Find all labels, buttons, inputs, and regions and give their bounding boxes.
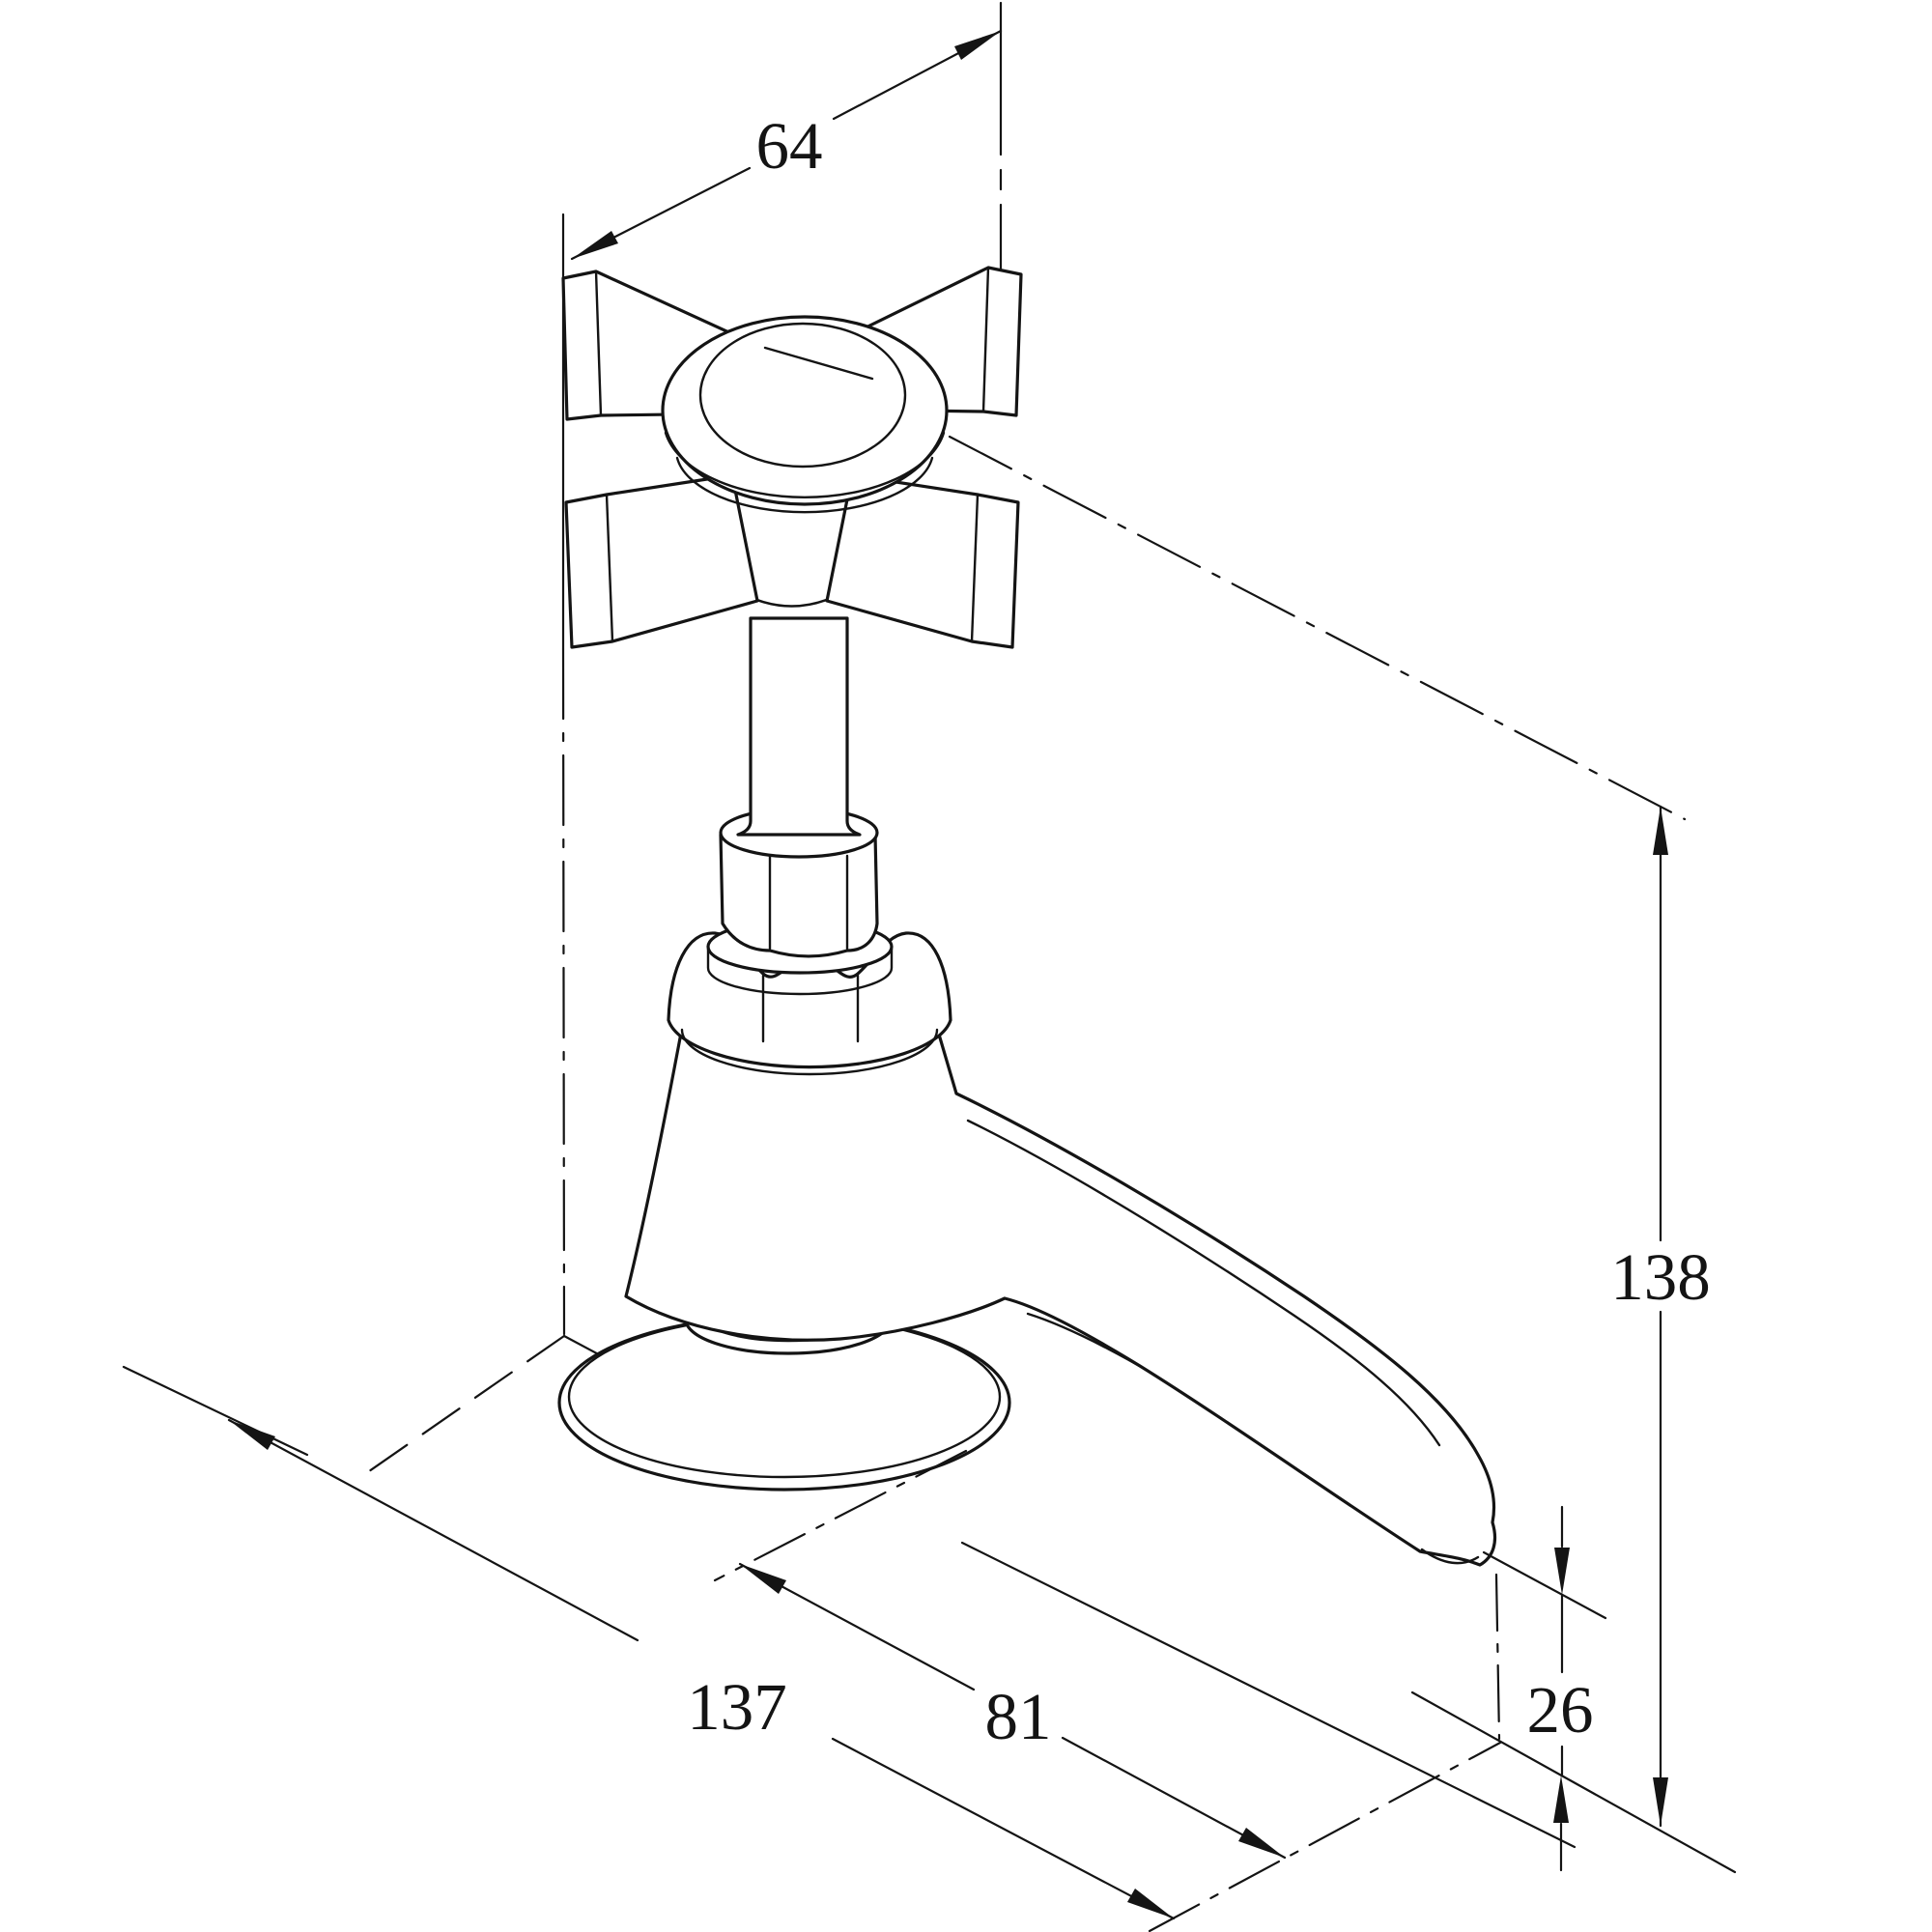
nut-facet-lines: [768, 854, 849, 951]
dim-text-138: 138: [1610, 1240, 1711, 1314]
ext-line-depth-right: [1148, 1741, 1502, 1932]
arrowhead-137-right: [1127, 1889, 1174, 1918]
arrowhead-81-right: [1238, 1828, 1285, 1858]
arrowhead-64-left: [572, 231, 618, 259]
dim-text-26: 26: [1527, 1673, 1594, 1747]
arm-ul-tip-edge: [594, 270, 603, 417]
dimension-81: 81: [738, 1562, 1287, 1860]
dome-rim-arc-1: [664, 431, 946, 498]
dim-text-64: 64: [756, 109, 823, 183]
dimension-26: 26: [1527, 1505, 1594, 1872]
collar-facet-lines: [761, 974, 860, 1043]
wall-corner-centerline: [561, 647, 566, 1336]
dim-text-81: 81: [985, 1680, 1052, 1753]
spout-tip-drop-line: [1494, 1573, 1501, 1741]
dome-rim-arc-2: [675, 456, 934, 514]
arrowhead-26-bottom: [1553, 1776, 1569, 1823]
nut-body: [719, 833, 879, 958]
dome-highlight-line: [763, 346, 874, 381]
spout-heel-line: [1026, 1312, 1151, 1374]
body-spout-outline: [624, 1026, 1497, 1567]
body-and-spout: [624, 1026, 1497, 1567]
arm-lr-tip-edge: [970, 493, 980, 643]
arrowhead-26-top: [1554, 1548, 1570, 1595]
stem-outline: [736, 616, 862, 837]
counter-level-extension: [1410, 1690, 1737, 1874]
dome-inner-ring: [698, 322, 907, 469]
escutcheon-plate: [557, 1314, 1011, 1492]
counter-edge-left: [357, 1334, 566, 1480]
spout-top-inner-line: [966, 1119, 1441, 1447]
ext-line-reach-left: [713, 1449, 968, 1582]
arrowhead-81-left: [740, 1564, 786, 1594]
arrowhead-138-bottom: [1653, 1777, 1668, 1826]
ext-line-clearance-top: [1482, 1550, 1607, 1620]
arm-ur-tip-edge: [981, 266, 990, 413]
cross-handle: [561, 266, 1023, 649]
handle-dome-cap: [661, 315, 949, 506]
arrowhead-64-right: [954, 31, 1001, 60]
collar-bottom-ring: [680, 1028, 939, 1076]
dim-text-137: 137: [687, 1670, 787, 1744]
dim-line-137: [227, 1418, 1176, 1920]
arrowhead-137-left: [229, 1420, 275, 1450]
dimension-64: 64: [570, 29, 1003, 261]
dimension-137: 137: [227, 1418, 1176, 1920]
arm-ll-tip-edge: [605, 493, 614, 643]
construction-lines: [357, 1, 1687, 1849]
spindle-stem: [736, 616, 862, 837]
counter-edge-right-far: [960, 1541, 1577, 1849]
spout-outlet-line: [1420, 1548, 1480, 1565]
washer-side: [706, 947, 894, 996]
faucet: [557, 266, 1497, 1567]
dimension-138: 138: [1610, 805, 1711, 1828]
handle-height-centerline: [948, 435, 1687, 821]
reference-lines: [122, 1365, 1737, 1932]
arrowhead-138-top: [1653, 807, 1668, 855]
ext-line-depth-left: [122, 1365, 309, 1457]
handle-arm-lower-right: [825, 473, 1020, 649]
dim-line-26: [1559, 1505, 1564, 1872]
